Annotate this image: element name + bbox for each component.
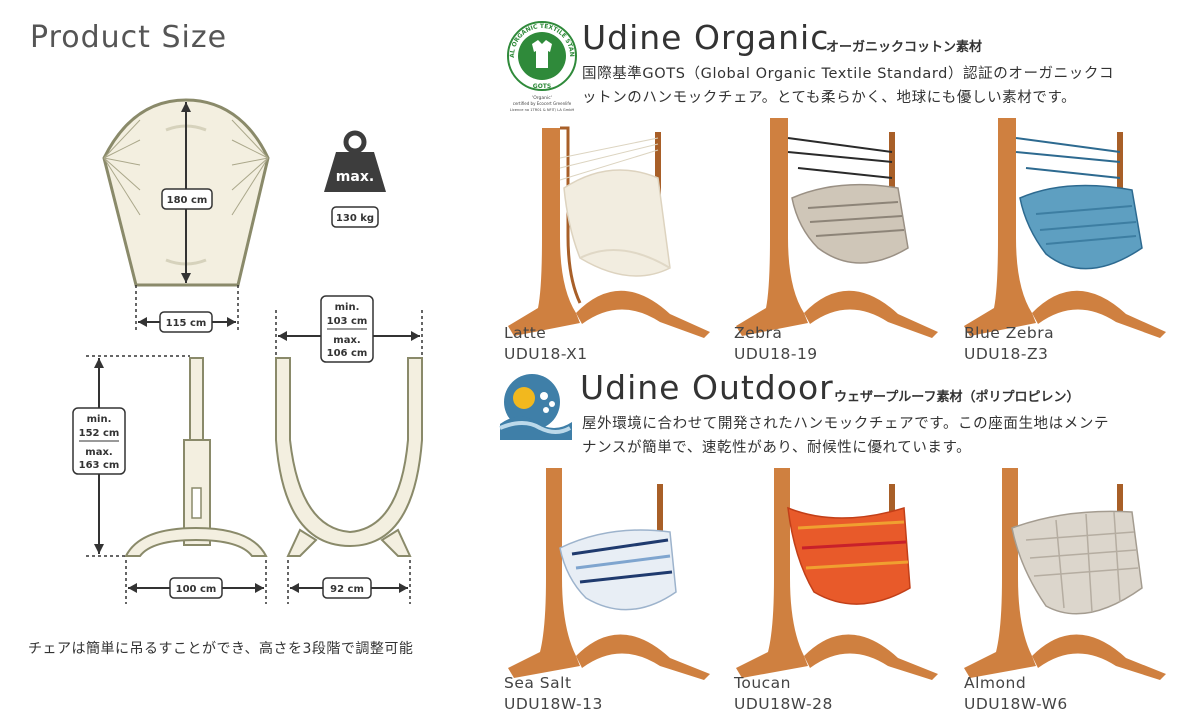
size-diagram: 180 cm 115 cm max. 130 kg min. 152 cm ma… — [72, 98, 423, 604]
length-label: 180 cm — [167, 195, 208, 206]
stand-width-max-label: 106 cm — [327, 348, 368, 359]
product-image-zebra — [736, 118, 938, 338]
outdoor-subtitle: ウェザープルーフ素材（ポリプロピレン） — [834, 390, 1080, 405]
weather-icon — [499, 374, 572, 440]
product-almond: Almond UDU18W-W6 — [964, 673, 1068, 715]
max-word: max. — [336, 169, 374, 185]
outdoor-desc-line-1: 屋外環境に合わせて開発されたハンモックチェアです。この座面生地はメンテ — [582, 416, 1110, 432]
stand-width-max-word: max. — [333, 335, 360, 346]
organic-desc-line-2: ットンのハンモックチェア。とても柔らかく、地球にも優しい素材です。 — [582, 90, 1077, 106]
product-code: UDU18W-W6 — [964, 695, 1068, 713]
outdoor-desc-line-2: ナンスが簡単で、速乾性があり、耐候性に優れています。 — [582, 440, 972, 456]
stand-width-min-word: min. — [335, 302, 360, 313]
product-code: UDU18-19 — [734, 345, 818, 363]
gots-word: GOTS — [533, 83, 551, 90]
base-width-label: 92 cm — [330, 584, 364, 595]
stand-width-min-label: 103 cm — [327, 316, 368, 327]
gots-badge: GLOBAL ORGANIC TEXTILE STANDARD GOTS 'Or… — [501, 15, 577, 112]
product-name: Zebra — [734, 324, 783, 342]
organic-subtitle: オーガニックコットン素材 — [826, 40, 983, 55]
organic-title: Udine Organic — [582, 18, 830, 57]
adjust-note: チェアは簡単に吊るすことができ、高さを3段階で調整可能 — [28, 641, 414, 657]
seat-width-label: 115 cm — [166, 318, 207, 329]
stand-side-view: min. 152 cm max. 163 cm 100 cm — [72, 355, 268, 604]
product-code: UDU18W-13 — [504, 695, 603, 713]
product-name: Latte — [504, 324, 547, 342]
gots-caption-3: Licence no 1TR01 & NFIT/ LA GmbH — [510, 108, 575, 112]
outdoor-description: 屋外環境に合わせて開発されたハンモックチェアです。この座面生地はメンテ ナンスが… — [582, 412, 1182, 460]
product-code: UDU18-X1 — [504, 345, 588, 363]
organic-description: 国際基準GOTS（Global Organic Textile Standard… — [582, 62, 1182, 110]
product-toucan: Toucan UDU18W-28 — [734, 673, 833, 715]
base-length-label: 100 cm — [176, 584, 217, 595]
product-name: Blue Zebra — [964, 324, 1055, 342]
organic-desc-line-1: 国際基準GOTS（Global Organic Textile Standard… — [582, 66, 1115, 82]
product-image-toucan — [736, 468, 938, 680]
product-code: UDU18-Z3 — [964, 345, 1049, 363]
product-name: Toucan — [734, 674, 791, 692]
product-name: Almond — [964, 674, 1027, 692]
product-blue-zebra: Blue Zebra UDU18-Z3 — [964, 323, 1054, 365]
stand-front-view: min. 103 cm max. 106 cm 92 cm — [275, 295, 423, 604]
height-min-label: 152 cm — [79, 428, 120, 439]
weight-icon: max. 130 kg — [324, 130, 386, 228]
product-sea-salt: Sea Salt UDU18W-13 — [504, 673, 603, 715]
product-name: Sea Salt — [504, 674, 572, 692]
height-min-word: min. — [87, 414, 112, 425]
gots-caption-2: certified by Ecocert Greenlife — [513, 101, 572, 106]
gots-caption-1: 'Organic' — [532, 95, 552, 101]
max-load-label: 130 kg — [336, 213, 374, 224]
height-max-word: max. — [85, 447, 112, 458]
product-code: UDU18W-28 — [734, 695, 833, 713]
product-image-sea-salt — [508, 468, 710, 680]
product-latte: Latte UDU18-X1 — [504, 323, 588, 365]
product-image-blue-zebra — [964, 118, 1166, 338]
outdoor-title: Udine Outdoor — [580, 368, 834, 407]
product-image-almond — [964, 468, 1166, 680]
product-size-title: Product Size — [30, 20, 228, 55]
chair-top-view: 180 cm 115 cm — [102, 98, 270, 333]
product-zebra: Zebra UDU18-19 — [734, 323, 818, 365]
product-image-latte — [508, 126, 710, 338]
height-max-label: 163 cm — [79, 460, 120, 471]
